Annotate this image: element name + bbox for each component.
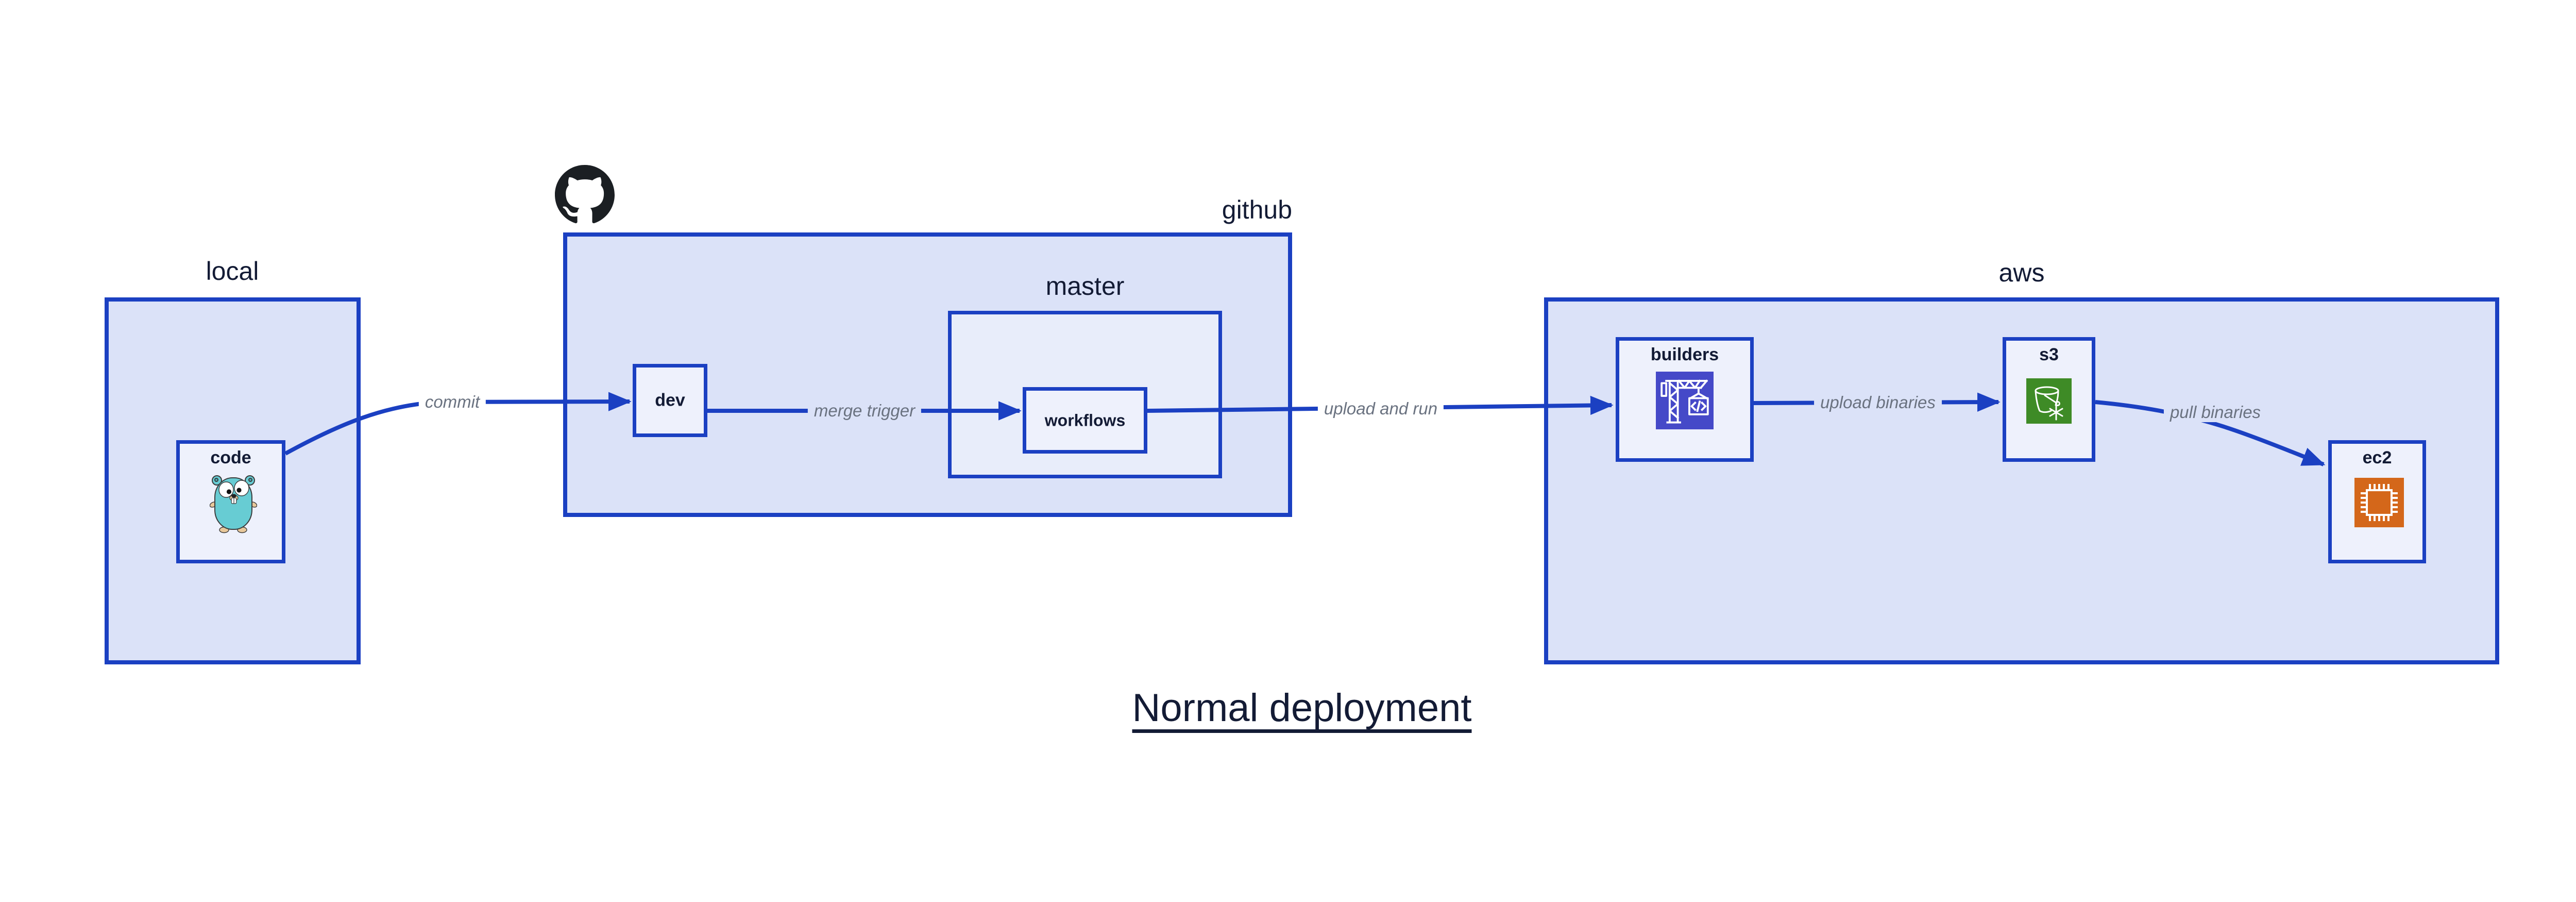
group-label-master: master	[1045, 272, 1125, 300]
edge-label-merge-trigger: merge trigger	[807, 401, 922, 421]
node-label-s3: s3	[2039, 345, 2059, 364]
node-box-workflows: workflows	[1023, 387, 1147, 454]
node-label-dev: dev	[655, 390, 685, 410]
edge-label-pull-binaries: pull binaries	[2163, 403, 2267, 422]
edge-label-upload-binaries: upload binaries	[1814, 393, 1942, 412]
node-box-s3: s3	[2003, 337, 2095, 462]
node-box-builders: builders	[1616, 337, 1754, 462]
node-box-ec2: ec2	[2328, 440, 2426, 563]
edge-label-upload-and-run: upload and run	[1317, 399, 1444, 419]
group-label-local: local	[206, 257, 259, 286]
s3-glacier-bucket-icon	[2026, 378, 2072, 424]
node-box-code: code	[176, 440, 285, 563]
github-octocat-logo	[555, 165, 615, 224]
node-label-ec2: ec2	[2362, 448, 2392, 467]
codebuild-crane-icon	[1656, 372, 1714, 429]
edge-label-commit: commit	[418, 392, 486, 412]
ec2-chip-icon	[2354, 478, 2404, 527]
node-label-workflows: workflows	[1044, 411, 1126, 429]
node-label-builders: builders	[1650, 345, 1719, 364]
group-label-github: github	[1222, 195, 1292, 224]
diagram-title: Normal deployment	[1132, 686, 1472, 730]
node-label-code: code	[210, 448, 251, 467]
go-gopher-icon	[209, 475, 258, 533]
group-label-aws: aws	[1998, 258, 2045, 287]
node-box-dev: dev	[633, 364, 707, 437]
